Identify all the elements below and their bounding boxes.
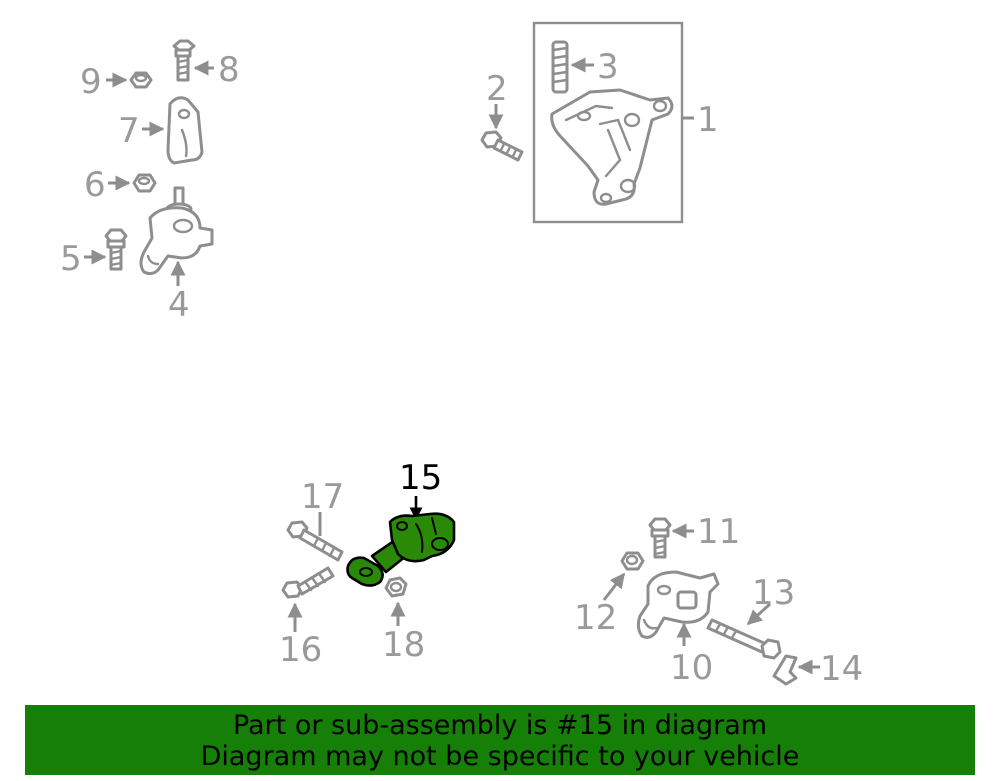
label-17: 17	[301, 477, 344, 517]
part-2-bolt[interactable]	[480, 130, 524, 162]
label-14: 14	[820, 649, 863, 689]
label-16: 16	[279, 630, 322, 670]
part-7-bracket[interactable]	[166, 96, 204, 165]
label-3: 3	[597, 47, 619, 87]
label-13: 13	[752, 573, 795, 613]
label-6: 6	[84, 165, 106, 205]
part-1-bracket[interactable]	[550, 88, 674, 206]
part-1-box	[532, 21, 684, 224]
label-11: 11	[697, 512, 740, 552]
label-4: 4	[168, 285, 190, 325]
part-8-bolt[interactable]	[172, 39, 196, 82]
part-16-bolt[interactable]	[281, 566, 335, 599]
label-7: 7	[118, 111, 140, 151]
part-13-bolt[interactable]	[706, 618, 782, 660]
label-15: 15	[399, 458, 442, 498]
part-17-bolt[interactable]	[286, 520, 344, 562]
label-10: 10	[670, 648, 713, 688]
label-2: 2	[486, 69, 508, 109]
label-12: 12	[574, 598, 617, 638]
part-9-nut[interactable]	[129, 71, 153, 89]
notice-banner: Part or sub-assembly is #15 in diagram D…	[25, 705, 975, 775]
banner-line-1: Part or sub-assembly is #15 in diagram	[232, 710, 768, 741]
label-1: 1	[697, 100, 719, 140]
label-8: 8	[218, 50, 240, 90]
label-18: 18	[382, 625, 425, 665]
part-14-clip[interactable]	[772, 654, 798, 686]
part-15-torque-rod[interactable]	[346, 512, 456, 587]
part-5-bolt[interactable]	[104, 228, 128, 271]
part-18-nut[interactable]	[384, 576, 408, 598]
part-6-nut[interactable]	[132, 173, 157, 193]
part-10-mount[interactable]	[636, 570, 720, 639]
label-9: 9	[80, 62, 102, 102]
label-5: 5	[60, 239, 82, 279]
part-12-nut[interactable]	[620, 551, 645, 571]
part-3-stud[interactable]	[551, 40, 569, 94]
part-4-mount[interactable]	[139, 186, 214, 276]
part-11-bolt[interactable]	[648, 517, 672, 559]
banner-line-2: Diagram may not be specific to your vehi…	[200, 741, 800, 772]
